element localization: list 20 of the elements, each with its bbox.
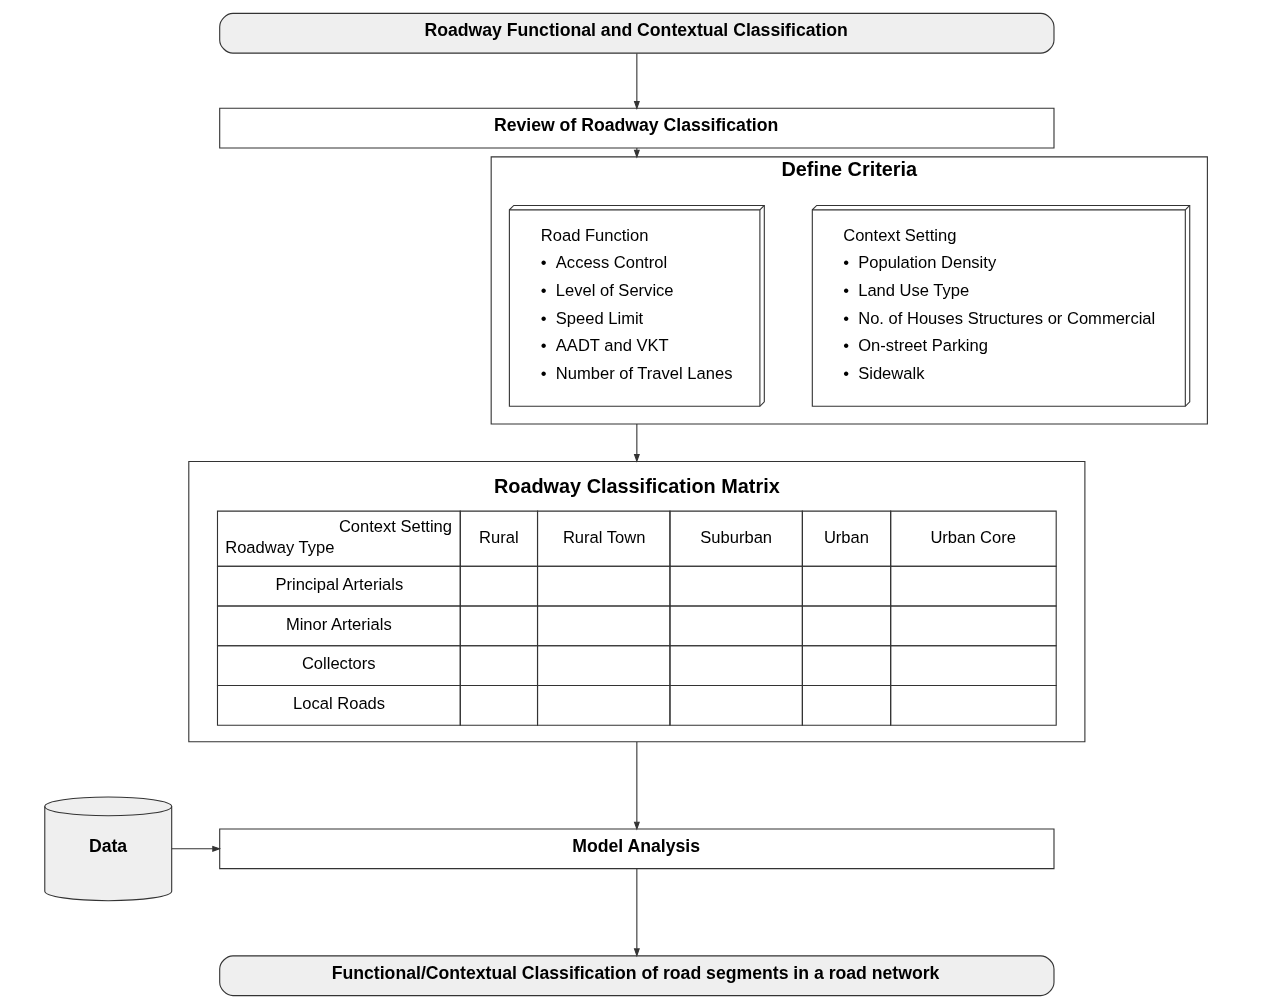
label: Rural Town bbox=[562, 527, 646, 547]
label: Principal Arterials bbox=[275, 574, 404, 594]
label: Rural bbox=[479, 527, 519, 547]
label: Minor Arterials bbox=[285, 614, 392, 634]
label: Suburban bbox=[700, 527, 773, 547]
label: Roadway Type bbox=[225, 537, 335, 557]
arrow bbox=[633, 147, 640, 159]
label: Urban bbox=[823, 527, 869, 547]
label: Context Setting bbox=[338, 516, 453, 536]
node-box: Model Analysis bbox=[219, 827, 1055, 869]
node-box: Roadway Functional and Contextual Classification bbox=[219, 12, 1055, 54]
node-box: Functional/Contextual Classification of road segments in a road network bbox=[219, 954, 1055, 996]
label: Local Roads bbox=[293, 693, 386, 713]
arrow bbox=[633, 422, 640, 463]
arrow bbox=[633, 52, 640, 110]
arrow bbox=[633, 867, 640, 957]
label: Collectors bbox=[301, 653, 376, 673]
arrow bbox=[633, 741, 640, 830]
arrow bbox=[171, 845, 222, 852]
label: Urban Core bbox=[930, 527, 1016, 547]
